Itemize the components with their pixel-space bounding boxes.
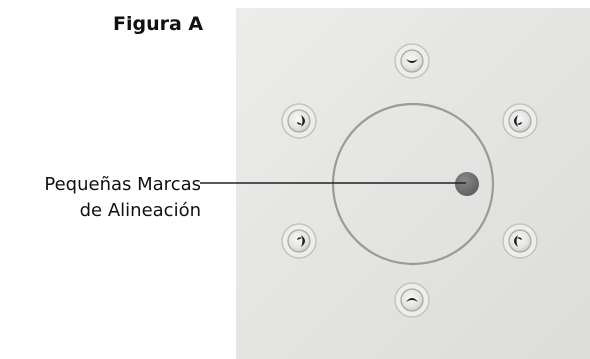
callout-line-1: Pequeñas Marcas	[44, 174, 201, 195]
knob-upper-right	[502, 103, 538, 139]
alignment-mark	[455, 172, 479, 196]
knob-pointer-icon	[514, 235, 522, 247]
alignment-marks-label: Pequeñas Marcas de Alineación	[44, 172, 201, 224]
knob-pointer-icon	[514, 115, 522, 127]
figure-title: Figura A	[113, 13, 204, 35]
knob-pointer-icon	[406, 298, 418, 302]
knob-upper-left	[281, 103, 317, 139]
knob-top	[394, 43, 430, 79]
knob-bottom	[394, 282, 430, 318]
knob-pointer-icon	[297, 115, 305, 127]
knob-lower-left	[281, 223, 317, 259]
callout-line-2: de Alineación	[79, 200, 201, 221]
knob-pointer-icon	[297, 235, 305, 247]
knob-pointer-icon	[406, 59, 418, 63]
knob-lower-right	[502, 223, 538, 259]
alignment-ring	[331, 102, 495, 266]
